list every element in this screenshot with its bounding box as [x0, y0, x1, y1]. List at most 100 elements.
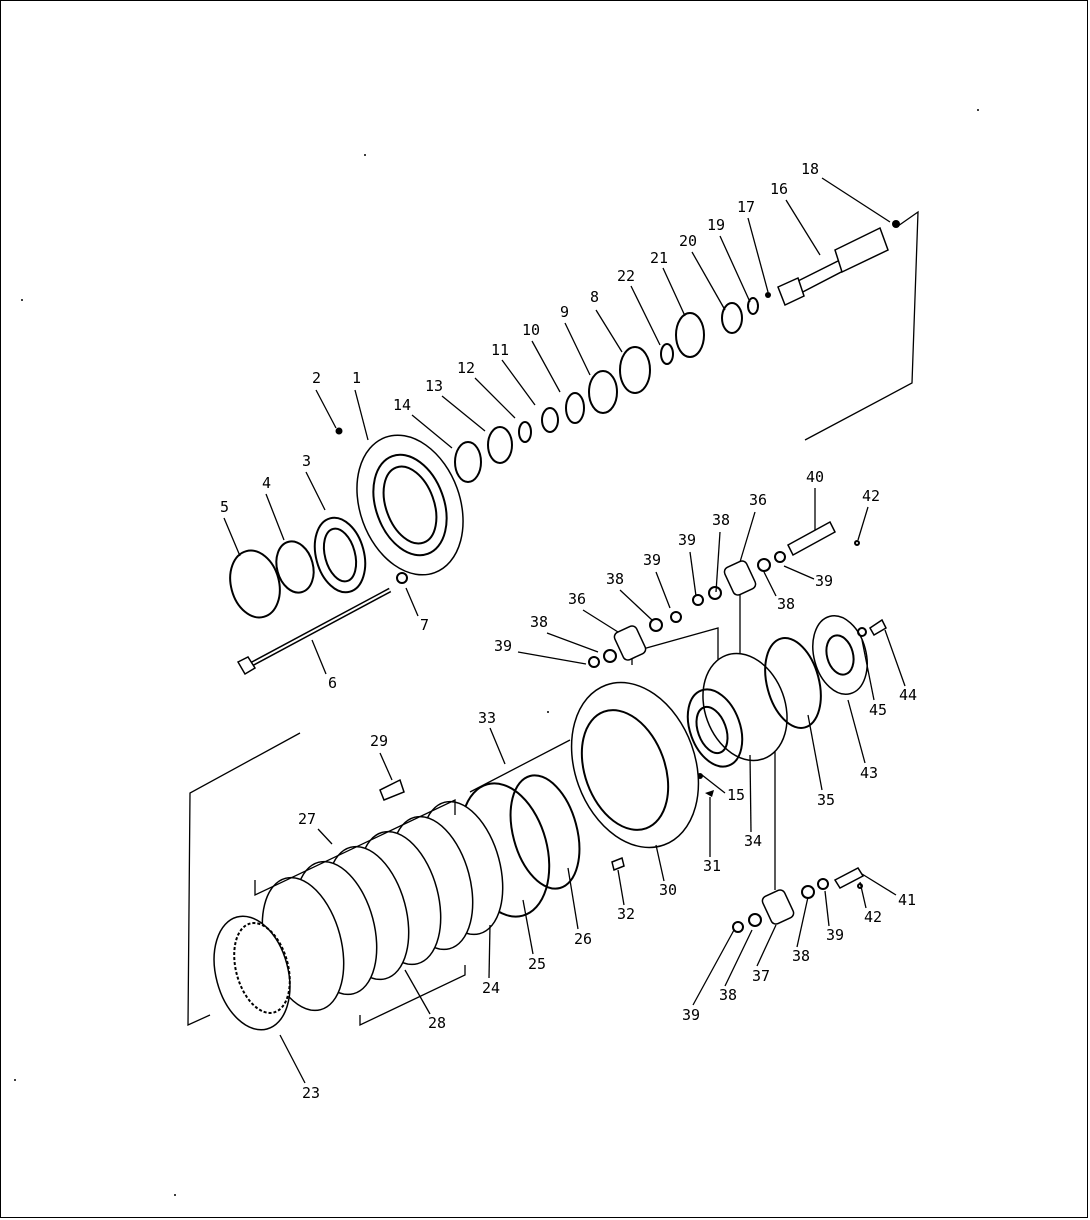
part-number-label: 38 [712, 511, 730, 529]
part-number-label: 19 [707, 216, 725, 234]
part-number-label: 32 [617, 905, 635, 923]
leader-line [662, 267, 686, 317]
part-number-label: 18 [801, 160, 819, 178]
leader-line [488, 924, 491, 979]
leader-line [691, 251, 726, 311]
part-number-label: 34 [744, 832, 762, 850]
leader-line [522, 899, 534, 955]
part-number-label: 44 [899, 686, 917, 704]
leader-line [692, 929, 735, 1006]
part-number-label: 28 [428, 1014, 446, 1032]
leader-line [859, 881, 867, 909]
leader-line [630, 285, 661, 346]
part-number-label: 16 [770, 180, 788, 198]
part-number-label: 39 [826, 926, 844, 944]
leader-line [749, 754, 752, 833]
leader-line [317, 828, 333, 845]
leader-line [739, 511, 756, 563]
part-number-label: 17 [737, 198, 755, 216]
part-number-label: 30 [659, 881, 677, 899]
part-number-label: 25 [528, 955, 546, 973]
part-number-label: 29 [370, 732, 388, 750]
leader-line [655, 844, 665, 882]
ring-gear-part-23 [213, 915, 291, 1031]
part-number-label: 4 [262, 474, 271, 492]
leader-line [617, 869, 625, 906]
part-number-label: 37 [752, 967, 770, 985]
leader-line [265, 493, 285, 541]
leader-line [807, 714, 823, 791]
leader-line [861, 639, 875, 701]
leader-line [783, 565, 815, 580]
leader-line [567, 867, 579, 930]
part-number-label: 10 [522, 321, 540, 339]
leader-line [857, 506, 869, 541]
leader-line [785, 199, 821, 256]
leader-line [719, 235, 751, 303]
part-number-label: 38 [530, 613, 548, 631]
part-number-label: 9 [560, 303, 569, 321]
part-number-label: 22 [617, 267, 635, 285]
leader-line [582, 609, 619, 633]
callout-labels: 1234567891011121314151617181920212223242… [220, 160, 917, 1102]
leader-line [223, 517, 241, 557]
part-number-label: 35 [817, 791, 835, 809]
part-number-label: 39 [643, 551, 661, 569]
housing-part-1 [356, 434, 464, 576]
leader-line [305, 471, 326, 511]
lower-pinion-parts [732, 867, 865, 933]
leader-line [315, 389, 337, 429]
clutch-plate-stack [254, 778, 504, 1027]
part-number-label: 38 [719, 986, 737, 1004]
part-number-label: 36 [568, 590, 586, 608]
part-number-label: 38 [606, 570, 624, 588]
part-number-label: 14 [393, 396, 411, 414]
leader-line [379, 752, 393, 781]
leader-line [517, 651, 587, 665]
part-number-label: 42 [862, 487, 880, 505]
part-number-label: 12 [457, 359, 475, 377]
housing-part-30 [469, 681, 714, 872]
part-number-label: 38 [792, 947, 810, 965]
part-number-label: 11 [491, 341, 509, 359]
leader-line [405, 587, 419, 617]
leader-line [595, 309, 623, 353]
part-number-label: 39 [678, 531, 696, 549]
part-number-label: 33 [478, 709, 496, 727]
leader-line [701, 774, 726, 794]
leader-line [501, 359, 536, 406]
part-number-label: 40 [806, 468, 824, 486]
leader-line [724, 929, 753, 987]
bolt-part-6 [236, 572, 408, 676]
leader-line [884, 629, 906, 687]
part-number-label: 26 [574, 930, 592, 948]
leader-line [796, 896, 809, 948]
part-number-label: 43 [860, 764, 878, 782]
leader-line [655, 571, 671, 609]
pinion-gear-parts [588, 520, 860, 668]
part-number-label: 39 [494, 637, 512, 655]
part-number-label: 39 [815, 572, 833, 590]
ring-parts-35-43 [764, 615, 887, 729]
part-number-label: 42 [864, 908, 882, 926]
leader-line [489, 727, 506, 765]
part-number-label: 3 [302, 452, 311, 470]
leader-line [441, 395, 486, 432]
upper-ring-parts [335, 297, 759, 483]
leader-line [756, 924, 777, 967]
leader-line [824, 890, 830, 927]
leader-line [411, 414, 453, 449]
leader-line [546, 632, 599, 653]
leader-line [847, 699, 866, 764]
leader-line [404, 969, 431, 1015]
part-number-label: 6 [328, 674, 337, 692]
leader-line [763, 571, 777, 597]
leader-line [564, 322, 591, 376]
part-number-label: 31 [703, 857, 721, 875]
scan-specks [14, 109, 979, 1196]
leader-line [619, 589, 653, 621]
leader-line [715, 531, 721, 593]
leader-line [747, 217, 769, 293]
leader-line [474, 377, 516, 419]
